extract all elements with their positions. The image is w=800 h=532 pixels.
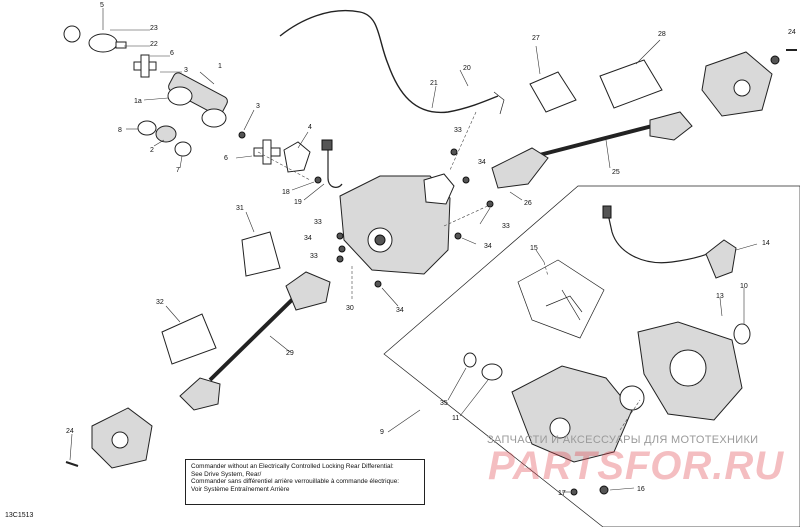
part-6-ujoint-lower (253, 139, 281, 165)
part-6-ujoint-upper (133, 54, 157, 78)
callout: 6 (224, 155, 228, 162)
callouts: 1 1a 2 3 3 4 5 6 6 7 8 9 10 11 13 14 15 … (66, 2, 796, 497)
callout: 15 (530, 245, 538, 252)
part-29-outer-joint (179, 377, 221, 411)
part-15-fork (517, 259, 605, 339)
part-3-clip (238, 131, 246, 139)
callout: 28 (658, 31, 666, 38)
right-driveshaft-group (491, 49, 797, 189)
detail-frame (383, 185, 800, 528)
callout: 23 (150, 25, 158, 32)
part-10-seal (733, 323, 751, 345)
callout: 7 (176, 167, 180, 174)
callout: 34 (396, 307, 404, 314)
callout: 11 (452, 415, 459, 422)
part-29-inner-joint (285, 271, 331, 311)
locking-diff-detail (463, 205, 751, 496)
part-25-outer-joint (649, 111, 693, 141)
callout: 34 (478, 159, 486, 166)
part-25-inner-joint (491, 147, 549, 189)
callout: 31 (236, 205, 244, 212)
part-5-washer (63, 25, 81, 43)
part-8-ring (137, 120, 157, 136)
callout: 30 (346, 305, 354, 312)
callout: 25 (612, 169, 620, 176)
note-box: Commander without an Electrically Contro… (185, 459, 425, 505)
part-22-pin (115, 41, 127, 49)
callout: 3 (256, 103, 260, 110)
part-23-yoke (88, 33, 118, 53)
part-32-boot (161, 313, 217, 365)
cable-21 (279, 9, 499, 114)
callout: 26 (524, 200, 532, 207)
fasteners-group (314, 148, 494, 288)
callout: 3 (184, 67, 188, 74)
differential-housing-main (321, 139, 455, 275)
callout: 13 (716, 293, 724, 300)
part-1-end (201, 108, 227, 128)
front-driveshaft-group (63, 25, 311, 173)
callout: 5 (100, 2, 104, 9)
watermark-logo: PARTSFOR.RU (488, 444, 785, 488)
part-14-actuator (705, 239, 737, 279)
part-16-bolt (599, 485, 609, 495)
callout: 21 (430, 80, 438, 87)
callout: 24 (788, 29, 796, 36)
callout: 34 (304, 235, 312, 242)
callout: 20 (463, 65, 471, 72)
callout: 34 (484, 243, 492, 250)
callout: 2 (150, 147, 154, 154)
assembly-lines (257, 111, 641, 431)
note-line-3: Commander sans différentiel arrière verr… (191, 478, 400, 486)
part-35-bearing (463, 352, 477, 368)
callout: 6 (170, 50, 174, 57)
callout: 14 (762, 240, 770, 247)
part-27-boot (529, 71, 577, 113)
callout: 1 (218, 63, 222, 70)
callout: 27 (532, 35, 540, 42)
callout: 35 (440, 400, 448, 407)
part-11-seal (481, 363, 503, 381)
callout: 18 (282, 189, 290, 196)
note-line-2: See Drive System, Rear/ (191, 470, 262, 478)
callout: 33 (454, 127, 462, 134)
diagram-code: 13C1513 (5, 512, 34, 519)
cable-21-end (493, 91, 505, 115)
detail-diff-housing (511, 365, 633, 463)
leader-lines (69, 8, 758, 493)
part-28-boot (599, 59, 663, 109)
callout: 22 (150, 41, 158, 48)
callout: 19 (294, 199, 302, 206)
callout: 1a (134, 98, 142, 105)
part-31-boot (241, 231, 281, 277)
part-7-ring (174, 141, 192, 157)
callout: 24 (66, 428, 74, 435)
callout: 29 (286, 350, 294, 357)
callout: 8 (118, 127, 122, 134)
part-19-sensor (327, 150, 343, 188)
left-driveshaft-group (65, 231, 331, 469)
part-1-tube (168, 72, 228, 116)
callout: 9 (380, 429, 384, 436)
part-4-yoke (283, 141, 311, 173)
callout: 10 (740, 283, 748, 290)
callout: 16 (637, 486, 645, 493)
callout: 33 (310, 253, 318, 260)
note-line-1: Commander without an Electrically Contro… (191, 463, 394, 470)
part-14-harness (607, 213, 723, 264)
callout: 33 (314, 219, 322, 226)
watermark-tagline: ЗАПЧАСТИ И АКСЕССУАРЫ ДЛЯ МОТОТЕХНИКИ (487, 434, 759, 446)
part-1a-bushing (167, 86, 193, 106)
callout: 33 (502, 223, 510, 230)
callout: 4 (308, 124, 312, 131)
callout: 32 (156, 299, 164, 306)
callout: 17 (558, 490, 566, 497)
part-17-bolt (570, 488, 578, 496)
part-2-seal (155, 125, 177, 143)
note-line-4: Voir Système Entraînement Arrière (191, 485, 290, 493)
